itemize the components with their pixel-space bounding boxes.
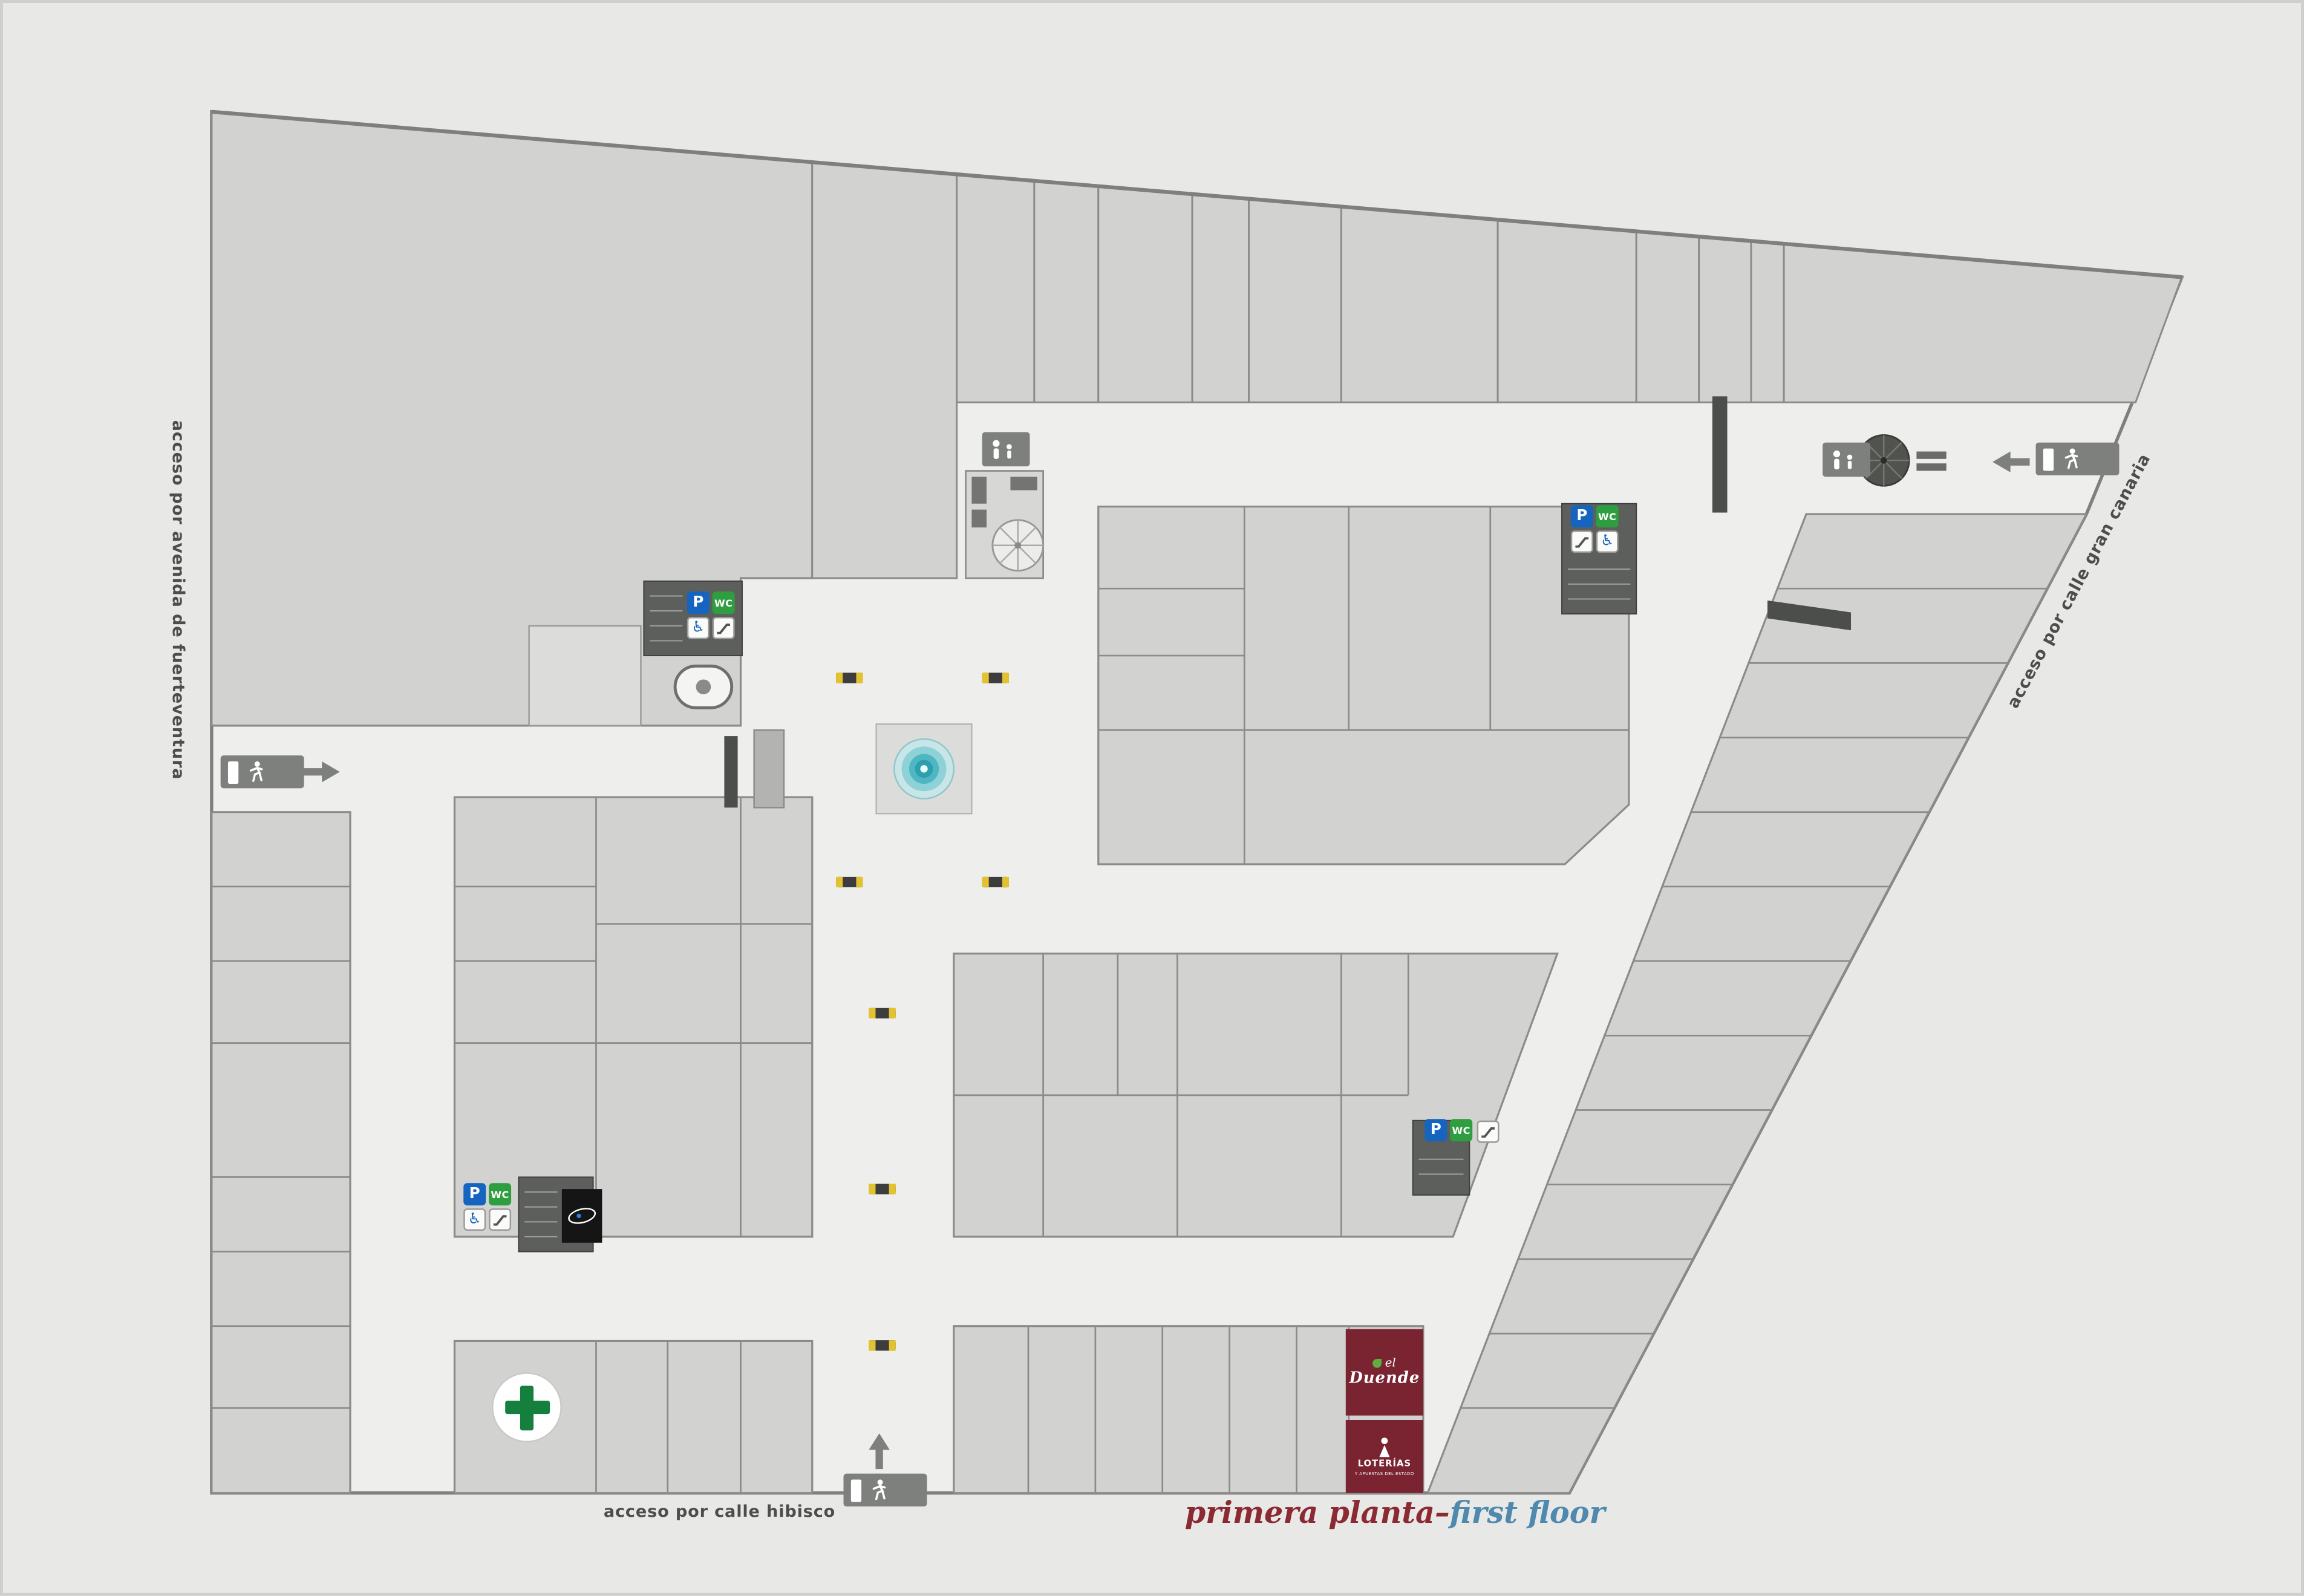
accessible-icon: ♿: [463, 1208, 486, 1231]
shop-unit: [1191, 192, 1250, 403]
emergency-exit-icon: [843, 1473, 927, 1506]
parking-sign: P: [1424, 1119, 1447, 1142]
duende-name: Duende: [1349, 1369, 1420, 1387]
access-label-avenida-fuerteventura: acceso por avenida de fuerteventura: [168, 420, 188, 780]
left-strip-units: [210, 811, 351, 1494]
escalator-bar: [724, 736, 738, 808]
bench-icon: [869, 1340, 896, 1351]
wc-sign: WC: [1596, 505, 1619, 528]
accessible-icon: ♿: [687, 617, 710, 639]
upper-right-units: [1097, 506, 1630, 865]
pharmacy-cross-icon: [504, 1385, 549, 1430]
running-person-icon: [2064, 448, 2078, 469]
top-row-units: [811, 161, 2184, 579]
arrow-left-icon: [1991, 450, 2030, 480]
leaf-icon: [1372, 1358, 1382, 1368]
loterias-subtitle: Y APUESTAS DEL ESTADO: [1354, 1470, 1414, 1476]
wc-sign: WC: [489, 1183, 512, 1206]
planter: [753, 729, 785, 809]
pharmacy-sign: [492, 1372, 562, 1442]
shop-unit: [1698, 236, 1752, 403]
shop-unit: [1783, 243, 2184, 403]
shop-strip: [1426, 513, 2088, 1494]
bridge-connectors: [724, 396, 1852, 808]
elevator-icon: [673, 664, 734, 709]
shop-unit: [1248, 197, 1342, 403]
duende-logo: el Duende: [1345, 1329, 1423, 1416]
outer-wall: [211, 109, 2182, 279]
bench-icon: [869, 1184, 896, 1194]
playground-icon: [1823, 442, 1871, 477]
door-icon: [850, 1479, 862, 1502]
bench-icon: [836, 673, 863, 683]
store-entrance-recess: [528, 625, 642, 727]
parking-sign: P: [463, 1183, 486, 1206]
wc-sign: WC: [1450, 1119, 1473, 1142]
elevator-cabin: [696, 679, 711, 695]
loterias-title: LOTERÍAS: [1357, 1459, 1412, 1470]
shop-unit: [1097, 185, 1193, 403]
stairs-hatching: [524, 568, 1631, 1238]
shop-unit: [811, 161, 958, 579]
right-wing-units: [1426, 513, 2088, 1494]
center-units: [953, 953, 1559, 1238]
access-label-calle-hibisco: acceso por calle hibisco: [603, 1502, 836, 1522]
bridge-connector: [1712, 396, 1728, 513]
bench-icon: [982, 673, 1009, 683]
center-left-units: [453, 796, 814, 1238]
escalator-icon: [489, 1208, 512, 1231]
escalator-icon: [712, 617, 735, 639]
running-person-icon: [249, 761, 263, 782]
shop-unit: [1033, 179, 1100, 403]
door-icon: [2043, 448, 2054, 471]
fountain: [875, 723, 973, 815]
bridge-connector: [1767, 600, 1852, 631]
door-icon: [227, 760, 239, 783]
shop-unit: [1496, 218, 1637, 403]
emergency-exit-icon: [220, 755, 304, 789]
photo-kiosk-logo: [561, 1189, 602, 1243]
floor-title-en: first floor: [1449, 1494, 1605, 1531]
escalator-icon: [1477, 1120, 1500, 1143]
shop-unit: [1635, 230, 1700, 403]
kiosk-mark: [566, 1205, 598, 1227]
emergency-exit-icon: [2035, 442, 2120, 475]
running-person-icon: [872, 1479, 886, 1500]
shop-unit: [1750, 240, 1785, 403]
play-area-benches: [1916, 451, 1947, 471]
parasol-icon: [991, 519, 1045, 572]
bench-icon: [982, 876, 1009, 888]
floor-title-separator: –: [1435, 1494, 1450, 1531]
loterias-emblem-icon: [1379, 1438, 1390, 1458]
accessible-icon: ♿: [1596, 530, 1619, 553]
shop-unit: [210, 811, 351, 1494]
floor-title: primera planta–first floor: [1184, 1494, 1605, 1531]
loterias-logo: LOTERÍAS Y APUESTAS DEL ESTADO: [1345, 1419, 1423, 1493]
baby-care-icon: [982, 432, 1030, 467]
bench-icon: [869, 1008, 896, 1018]
wc-sign: WC: [712, 591, 735, 614]
floor-title-es: primera planta: [1184, 1494, 1435, 1531]
shop-unit: [453, 796, 814, 1238]
arrow-right-icon: [302, 760, 341, 790]
duende-article: el: [1372, 1357, 1396, 1369]
benches: [836, 673, 1009, 1351]
shop-unit: [1340, 206, 1499, 403]
escalator-icon: [1570, 530, 1593, 553]
parking-sign: P: [1570, 505, 1593, 528]
parking-sign: P: [687, 591, 710, 614]
shop-unit: [1097, 506, 1630, 865]
arrow-up-icon: [867, 1433, 891, 1475]
bench-icon: [836, 876, 863, 888]
shop-unit: [956, 173, 1036, 403]
